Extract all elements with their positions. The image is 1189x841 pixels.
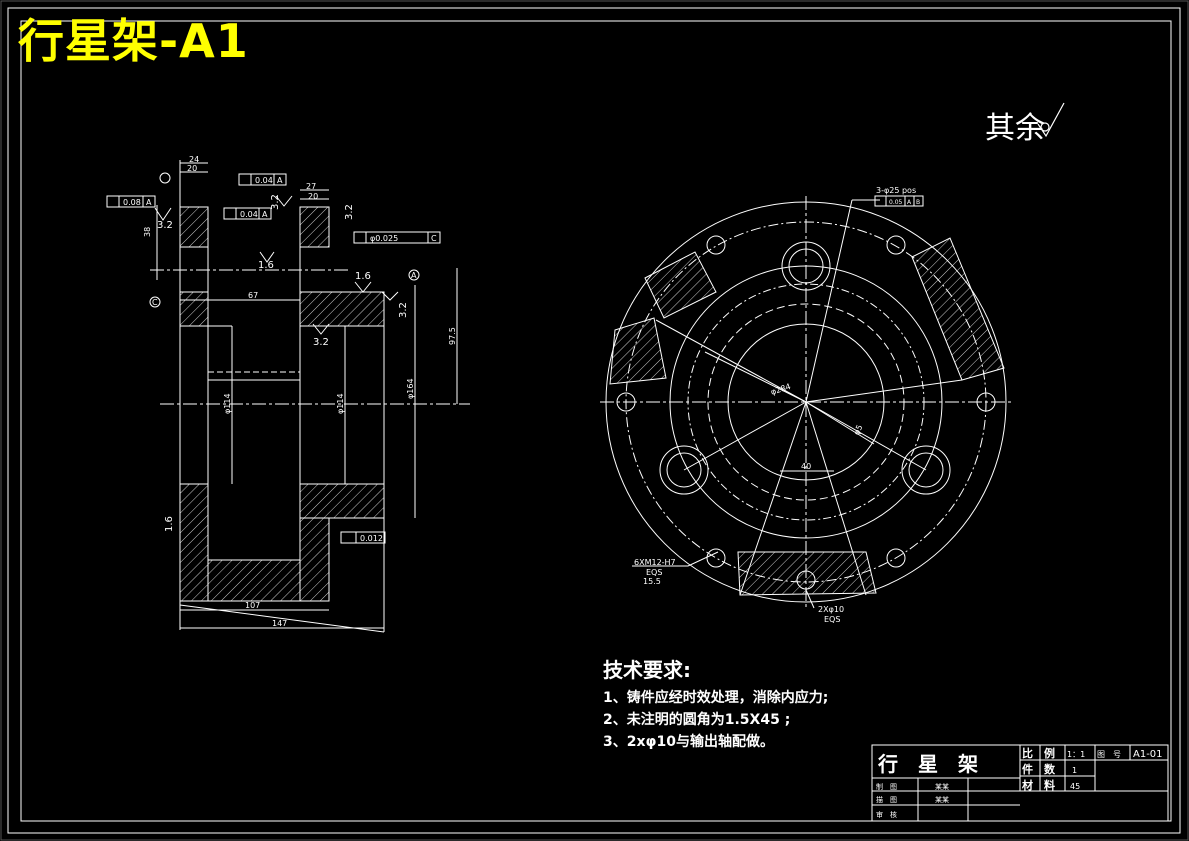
row-name: 某某: [935, 783, 949, 791]
hatch-region: [299, 206, 330, 248]
dim-dia114-a: φ114: [223, 393, 232, 414]
material-value: 45: [1070, 782, 1080, 791]
scale-value: 1：1: [1067, 750, 1085, 759]
hatch-region: [299, 291, 385, 327]
label-thread-depth: 15.5: [643, 577, 661, 586]
front-view: [600, 195, 1012, 610]
page-title: 行星架-A1: [18, 14, 249, 68]
roughness-value: 3.2: [313, 337, 329, 348]
dim-147: 147: [272, 619, 287, 628]
inner-border: [20, 20, 1172, 822]
label-thread-eqs: EQS: [646, 568, 662, 577]
section-view: [106, 160, 470, 633]
hatch-region: [737, 551, 877, 596]
surface-note: 其余: [985, 111, 1045, 146]
outer-border: [7, 7, 1181, 834]
hatch-region: [179, 483, 209, 602]
row-name: 某某: [935, 796, 949, 804]
drawing-no-label: 图 号: [1097, 750, 1121, 759]
dim-20-right: 20: [308, 192, 318, 201]
label-pos-ref-a: A: [907, 199, 912, 206]
tol-conc-ref: C: [431, 234, 437, 243]
qty-value: 1: [1072, 766, 1077, 775]
roughness-value: 1.6: [258, 260, 274, 271]
hatch-region: [179, 291, 209, 327]
dim-107: 107: [245, 601, 260, 610]
row-role: 审 核: [876, 810, 897, 819]
dim-dia114-b: φ114: [336, 393, 345, 414]
front-view-texts: 3-φ25 pos 0.05 A B φ284 40 φ5 6XM12-H7 E…: [634, 186, 920, 624]
dim-97-5: 97.5: [448, 327, 457, 345]
dim-67: 67: [248, 291, 258, 300]
surface-finish-symbol: [1037, 102, 1065, 138]
label-pos-tol: 0.05: [889, 199, 903, 206]
roughness-value: 1.6: [355, 271, 371, 282]
roughness-value: 1.6: [164, 516, 175, 532]
tol-perp-c-ref: A: [262, 210, 268, 219]
label-thread: 6XM12-H7: [634, 558, 676, 567]
roughness-value: 3.2: [344, 204, 355, 220]
roughness-value: 3.2: [157, 220, 173, 231]
material-label: 材 料: [1022, 778, 1055, 792]
tol-perp-b: 0.04: [255, 176, 273, 185]
dim-38: 38: [143, 227, 152, 237]
hatch-region: [299, 517, 330, 602]
tol-perp-c: 0.04: [240, 210, 258, 219]
hatch-region: [644, 251, 717, 319]
dim-27: 27: [306, 182, 316, 191]
label-pin: 2Xφ10: [818, 605, 844, 614]
dim-20-left: 20: [187, 164, 197, 173]
tol-perp-a: 0.08: [123, 198, 141, 207]
hatch-region: [179, 206, 209, 248]
tech-requirements-heading: 技术要求:: [603, 658, 691, 682]
section-dim-texts: 24 20 27 20 38 67 107 147 97.5 φ114 φ114…: [123, 155, 457, 628]
tol-conc: φ0.025: [370, 234, 398, 243]
roughness-value: 3.2: [270, 194, 281, 210]
label-holes3: 3-φ25 pos: [876, 186, 916, 195]
drawing-no-value: A1-01: [1133, 749, 1163, 760]
part-name: 行 星 架: [877, 752, 978, 776]
title-block: [871, 744, 1169, 822]
row-role: 描 图: [876, 795, 897, 804]
roughness-value: 3.2: [398, 302, 409, 318]
title-block-texts: 行 星 架 比 例 1：1 图 号 A1-01 件 数 1 材 料 45 制 图…: [876, 746, 1163, 819]
qty-label: 件 数: [1022, 762, 1056, 776]
tech-requirement-item: 1、铸件应经时效处理，消除内应力;: [603, 690, 829, 706]
label-dim-40: 40: [801, 462, 811, 471]
row-role: 制 图: [876, 782, 897, 791]
label-pin-eqs: EQS: [824, 615, 840, 624]
tech-requirements: 技术要求: 1、铸件应经时效处理，消除内应力; 2、未注明的圆角为1.5X45 …: [603, 657, 828, 753]
label-pos-ref-b: B: [916, 199, 920, 206]
hatch-region: [207, 559, 301, 602]
dim-dia-outer: φ164: [406, 378, 415, 399]
hatch-region: [299, 483, 385, 519]
tol-perp-a-ref: A: [146, 198, 152, 207]
tol-flat: 0.012: [360, 534, 383, 543]
datum-label: C: [152, 298, 158, 307]
tol-perp-b-ref: A: [277, 176, 283, 185]
hatch-region: [609, 317, 667, 385]
tech-requirement-item: 3、2xφ10与输出轴配做。: [603, 734, 774, 750]
label-dim-bolt: φ5: [852, 423, 865, 436]
tech-requirement-item: 2、未注明的圆角为1.5X45 ;: [603, 712, 791, 728]
dim-24: 24: [189, 155, 199, 164]
datum-label: A: [411, 271, 417, 280]
scale-label: 比 例: [1022, 746, 1055, 760]
hatch-region: [911, 237, 1005, 381]
